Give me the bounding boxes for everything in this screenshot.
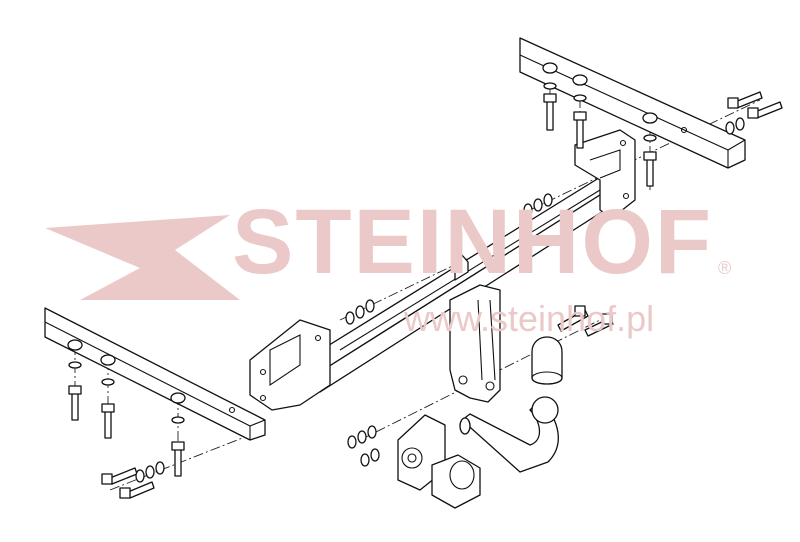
watermark-url: www.steinhof.pl [404, 298, 655, 339]
tow-ball-arm [459, 396, 559, 473]
watermark-brand: STEINHOF [232, 191, 714, 293]
left-side-bracket [44, 307, 266, 441]
tow-ball [531, 396, 559, 424]
logo-swoosh [45, 215, 240, 300]
hanger-plate [449, 284, 501, 403]
electrical-socket [431, 454, 481, 509]
ball-cap [531, 336, 563, 385]
watermark-registered-mark: ® [718, 258, 732, 278]
left-mount-plate [249, 319, 331, 411]
nuts-and-washers [67, 62, 745, 483]
bolts [68, 91, 783, 499]
right-mount-plate [574, 129, 636, 219]
right-side-bracket [519, 37, 746, 169]
